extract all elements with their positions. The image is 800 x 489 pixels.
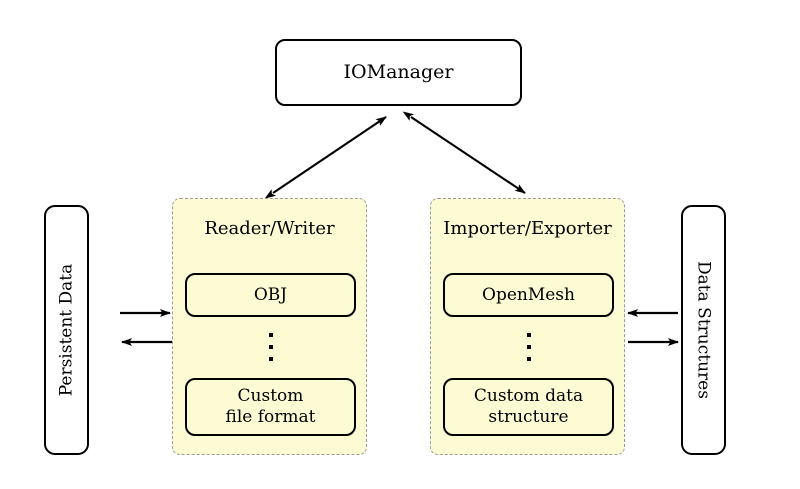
persistent-data-node[interactable]: Persistent Data — [44, 205, 89, 455]
reader-writer-panel[interactable]: Reader/Writer OBJ Custom file format — [172, 198, 367, 455]
reader-writer-item-custom-file-format-label: Custom file format — [226, 386, 316, 427]
custom-data-line1: Custom data — [473, 386, 584, 407]
reader-writer-panel-title: Reader/Writer — [204, 218, 335, 239]
persistent-data-label: Persistent Data — [56, 263, 77, 397]
importer-exporter-item-custom-data-structure[interactable]: Custom data structure — [443, 378, 614, 436]
custom-line2: file format — [225, 407, 316, 427]
importer-exporter-item-openmesh-label: OpenMesh — [482, 284, 575, 305]
reader-writer-ellipsis-icon — [268, 333, 273, 361]
importer-exporter-panel[interactable]: Importer/Exporter OpenMesh Custom data s… — [430, 198, 625, 455]
data-structures-node[interactable]: Data Structures — [681, 205, 726, 455]
io-manager-node[interactable]: IOManager — [275, 39, 522, 106]
reader-writer-item-custom-file-format[interactable]: Custom file format — [185, 378, 356, 436]
io-manager-label: IOManager — [343, 61, 454, 84]
importer-exporter-item-custom-data-structure-label: Custom data structure — [474, 386, 583, 427]
arrow-manager-readerwriter — [264, 116, 387, 199]
importer-exporter-panel-title: Importer/Exporter — [443, 218, 612, 239]
reader-writer-item-obj-label: OBJ — [253, 284, 288, 305]
reader-writer-item-obj[interactable]: OBJ — [185, 273, 356, 317]
importer-exporter-ellipsis-icon — [526, 333, 531, 361]
custom-data-line2: structure — [488, 407, 569, 427]
importer-exporter-item-openmesh[interactable]: OpenMesh — [443, 273, 614, 317]
custom-line1: Custom — [237, 386, 304, 407]
arrow-manager-importerexporter — [402, 111, 526, 194]
